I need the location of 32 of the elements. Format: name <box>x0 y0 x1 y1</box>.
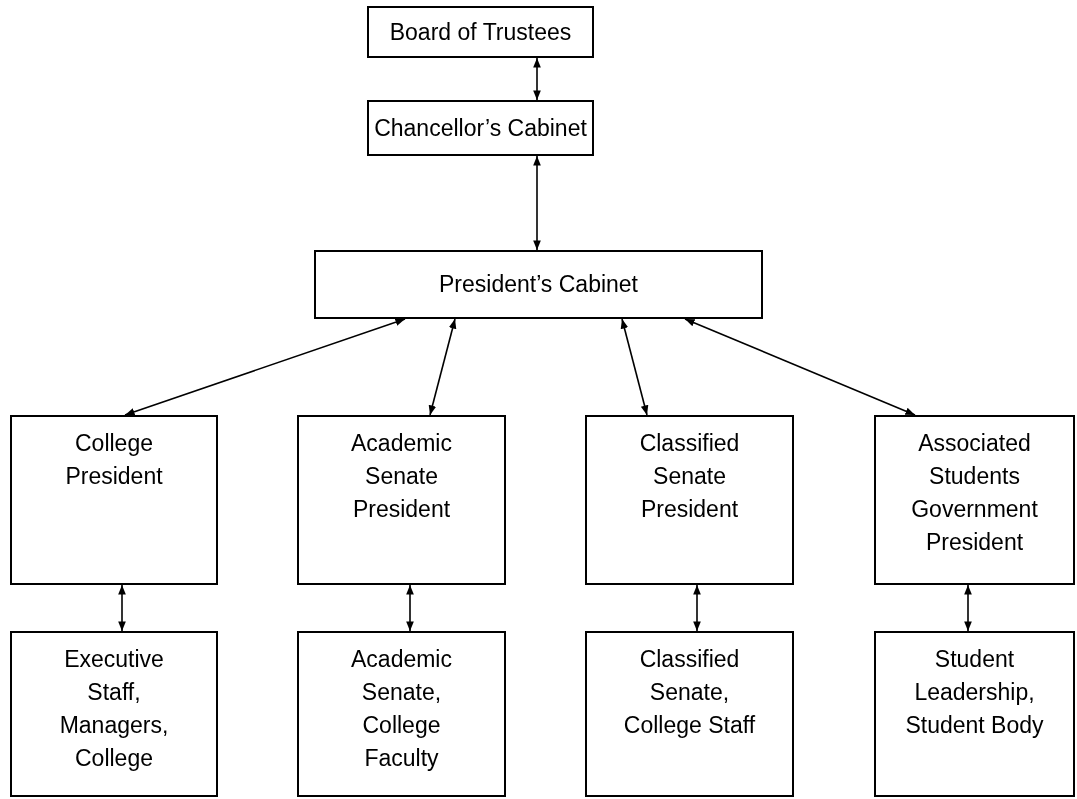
box-label: Associated Students Government President <box>910 429 1039 557</box>
org-box <box>874 415 1075 585</box>
org-box <box>10 631 218 797</box>
box-label: Executive Staff, Managers, College <box>58 645 170 773</box>
box-label: Classified Senate, College Staff <box>622 645 757 740</box>
double-arrow <box>620 318 649 416</box>
box-label: Academic Senate President <box>350 429 453 524</box>
org-box <box>297 415 506 585</box>
box-label: Classified Senate President <box>638 429 741 524</box>
double-arrow <box>118 584 126 632</box>
double-arrow <box>406 584 414 632</box>
org-box <box>585 415 794 585</box>
box-label: Academic Senate, College Faculty <box>350 645 453 773</box>
double-arrow <box>693 584 701 632</box>
double-arrow <box>964 584 972 632</box>
double-arrow <box>533 155 541 251</box>
org-box <box>10 415 218 585</box>
box-label: Student Leadership, Student Body <box>904 645 1045 740</box>
box-label: President’s Cabinet <box>439 270 638 299</box>
box-label: Board of Trustees <box>389 17 572 47</box>
org-box <box>874 631 1075 797</box>
double-arrow <box>684 318 916 416</box>
double-arrow <box>124 318 406 416</box>
org-box <box>367 6 594 58</box>
org-box <box>297 631 506 797</box>
box-label: Chancellor’s Cabinet <box>374 113 587 143</box>
org-box <box>314 250 763 319</box>
box-label: College President <box>64 429 164 491</box>
org-box <box>585 631 794 797</box>
double-arrow <box>533 57 541 101</box>
org-box <box>367 100 594 156</box>
double-arrow <box>428 318 457 416</box>
